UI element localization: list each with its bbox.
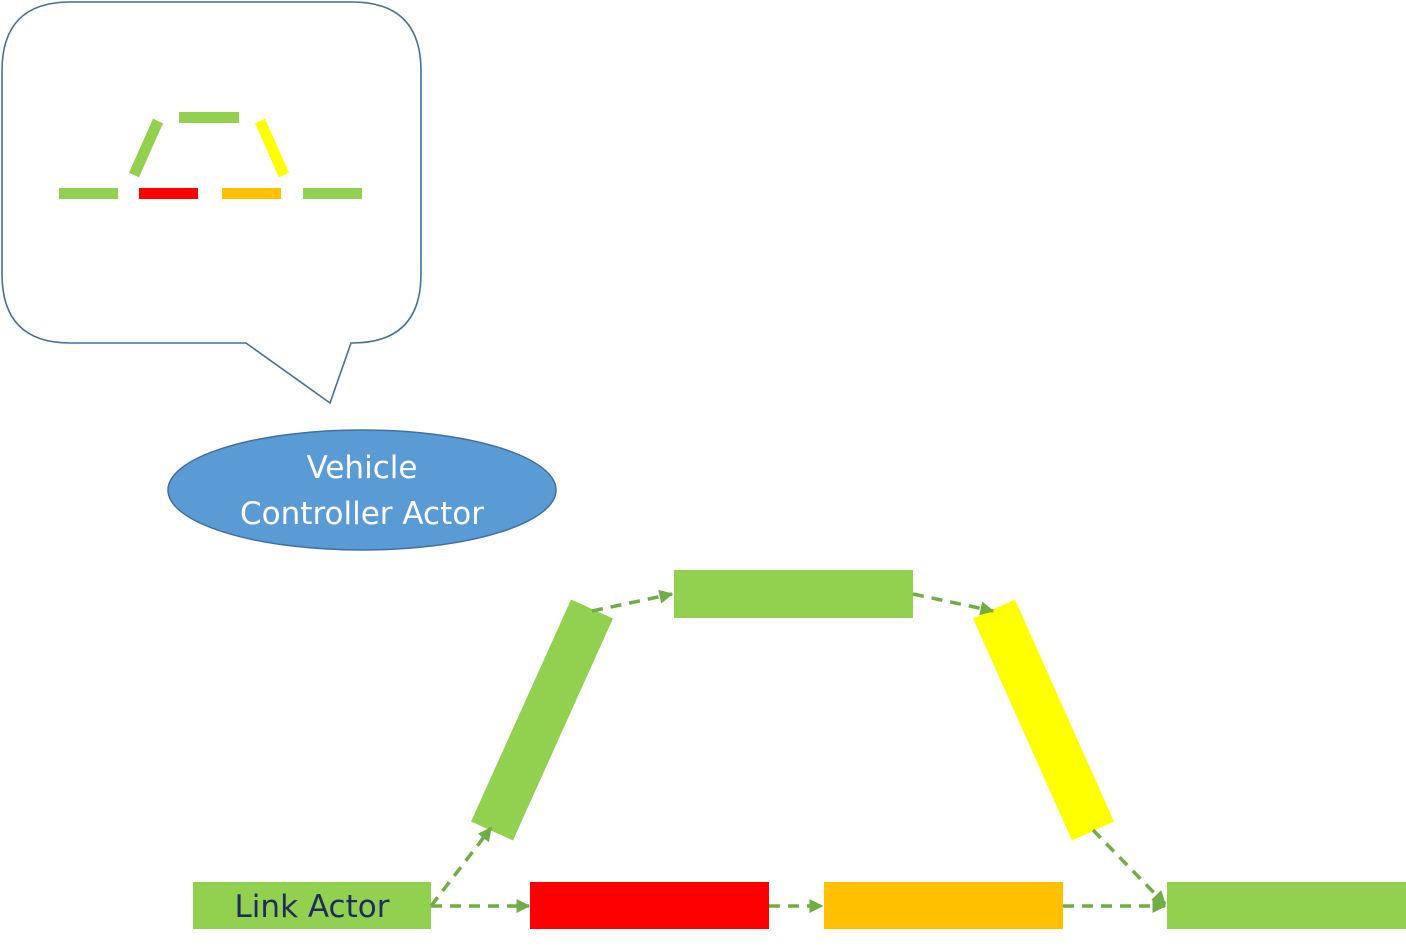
link-green-end	[1167, 882, 1406, 929]
callout-mini-network	[59, 112, 362, 199]
arrow-ramp-to-top	[591, 589, 674, 613]
mini-link-green-left	[59, 188, 118, 199]
link-green-ramp	[471, 599, 613, 841]
arrow-yellow-to-end	[1091, 828, 1167, 906]
link-actor-label: Link Actor	[235, 889, 390, 925]
mini-link-orange	[222, 188, 281, 199]
arrow-top-to-yellow	[912, 592, 995, 616]
link-red	[530, 882, 769, 929]
connectors	[429, 589, 1167, 913]
mini-link-green-right	[303, 188, 362, 199]
mini-link-green-ramp	[128, 118, 164, 178]
mini-link-green-top	[179, 112, 239, 123]
mini-link-red	[139, 188, 198, 199]
link-orange	[824, 882, 1063, 929]
road-network: Link Actor	[193, 570, 1406, 929]
vehicle-controller-actor: Vehicle Controller Actor	[167, 429, 557, 551]
link-yellow-ramp	[972, 599, 1115, 841]
link-green-top	[674, 570, 913, 618]
link-actor	[193, 882, 431, 929]
vehicle-controller-ellipse	[167, 429, 557, 551]
mini-link-yellow-ramp	[254, 118, 290, 178]
vehicle-controller-label-line2: Controller Actor	[240, 496, 484, 532]
thought-callout	[1, 1, 422, 405]
vehicle-controller-label-line1: Vehicle	[307, 450, 418, 486]
arrow-link-actor-to-ramp	[429, 826, 493, 908]
